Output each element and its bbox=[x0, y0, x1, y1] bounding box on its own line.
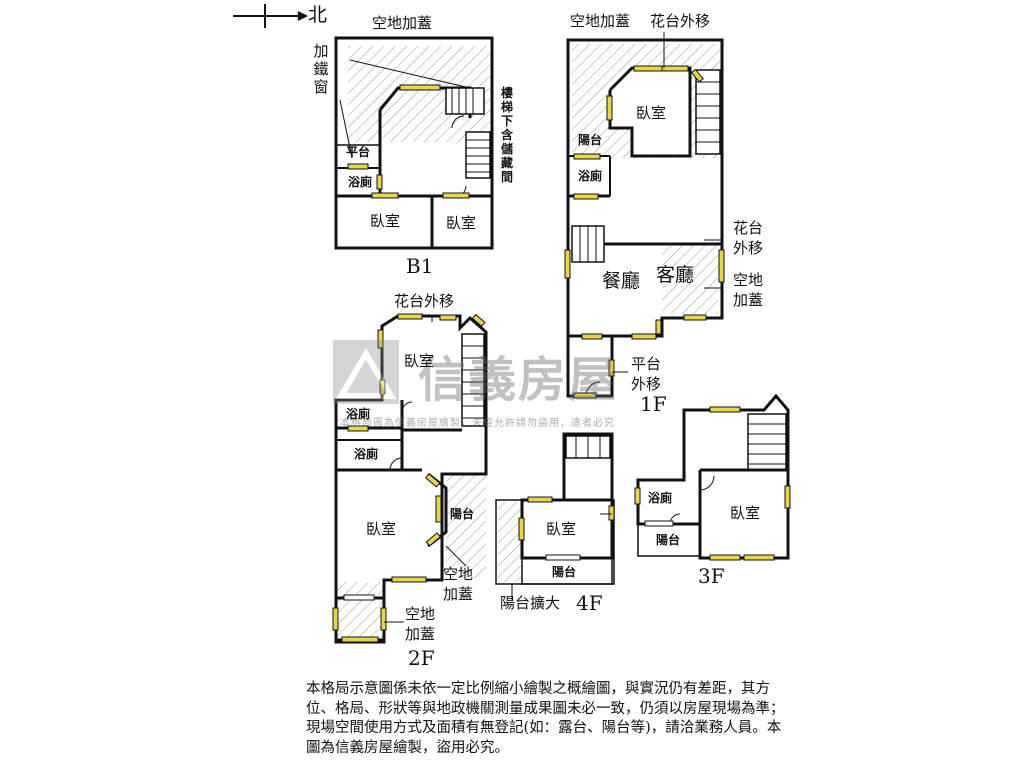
1f-room-dining: 餐廳 bbox=[602, 270, 641, 292]
north-arrow-icon bbox=[233, 4, 308, 28]
4f-room-balcony: 陽台 bbox=[552, 565, 577, 579]
1f-room-living: 客廳 bbox=[656, 264, 695, 286]
3f-room-bath: 浴廁 bbox=[648, 491, 673, 505]
2f-hatched-balcony bbox=[446, 474, 486, 578]
2f-note-land-a: 空地加蓋 bbox=[442, 565, 473, 603]
b1-note-window: 加鐵窗 bbox=[313, 42, 329, 96]
4f-hatched bbox=[498, 502, 522, 582]
2f-room-bath-1: 浴廁 bbox=[346, 407, 371, 421]
b1-room-bedroom-1: 臥室 bbox=[370, 212, 401, 230]
b1-stair-bottom bbox=[465, 131, 491, 179]
2f-stair bbox=[461, 333, 485, 427]
disclaimer-text: 本格局示意圖係未依一定比例縮小繪製之概繪圖，與實況仍有差距，其方位、格局、形狀等… bbox=[306, 681, 785, 756]
watermark-note: 本格局圖為信義房屋繪製，未經允許請勿盜用，違者必究 bbox=[340, 418, 615, 429]
2f-room-balcony: 陽台 bbox=[450, 507, 475, 521]
1f-note-planter: 花台外移 bbox=[732, 219, 763, 257]
1f-room-bath: 浴廁 bbox=[578, 169, 603, 183]
2f-room-bedroom-1: 臥室 bbox=[404, 352, 435, 370]
3f-room-bedroom: 臥室 bbox=[730, 504, 761, 522]
4f-note-balcony-ext: 陽台擴大 bbox=[500, 594, 561, 612]
2f-note-land-b: 空地加蓋 bbox=[404, 605, 435, 643]
2f-room-bath-2: 浴廁 bbox=[354, 447, 379, 461]
watermark-brand: 信義房屋 bbox=[418, 352, 619, 408]
floor-2f bbox=[332, 313, 488, 644]
1f-stair-top bbox=[695, 69, 721, 155]
2f-floor-label: 2F bbox=[408, 646, 435, 670]
1f-floor-label: 1F bbox=[640, 392, 667, 416]
b1-floor-label: B1 bbox=[406, 254, 434, 278]
1f-hatched-living bbox=[662, 244, 718, 314]
4f-floor-label: 4F bbox=[576, 591, 603, 615]
1f-room-bedroom: 臥室 bbox=[636, 104, 667, 122]
b1-room-bath: 浴廁 bbox=[348, 175, 373, 189]
floor-4f bbox=[495, 432, 615, 600]
b1-room-bedroom-2: 臥室 bbox=[446, 214, 477, 232]
1f-room-land: 空地加蓋 bbox=[570, 12, 631, 30]
b1-note-stair-storage: 樓梯下含儲藏間 bbox=[500, 86, 513, 184]
floor-3f bbox=[634, 393, 791, 561]
1f-note-platform: 平台外移 bbox=[630, 355, 661, 393]
2f-outline bbox=[334, 314, 488, 600]
1f-note-land: 空地加蓋 bbox=[732, 271, 763, 309]
floor-b1 bbox=[334, 36, 494, 250]
2f-room-planter: 花台外移 bbox=[394, 292, 455, 310]
2f-hatched-bottom bbox=[336, 582, 384, 640]
4f-room-bedroom: 臥室 bbox=[546, 520, 577, 538]
3f-room-balcony: 陽台 bbox=[656, 533, 681, 547]
north-label: 北 bbox=[308, 4, 328, 26]
b1-outline bbox=[334, 36, 494, 250]
1f-room-planter: 花台外移 bbox=[650, 12, 711, 30]
1f-room-balcony: 陽台 bbox=[578, 133, 603, 147]
b1-room-platform: 平台 bbox=[346, 145, 371, 159]
floor-1f bbox=[564, 32, 725, 399]
3f-floor-label: 3F bbox=[698, 564, 725, 588]
2f-room-bedroom-2: 臥室 bbox=[366, 520, 397, 538]
watermark-logo-icon bbox=[333, 340, 399, 404]
3f-stair bbox=[747, 413, 787, 471]
b1-room-land: 空地加蓋 bbox=[372, 14, 433, 32]
